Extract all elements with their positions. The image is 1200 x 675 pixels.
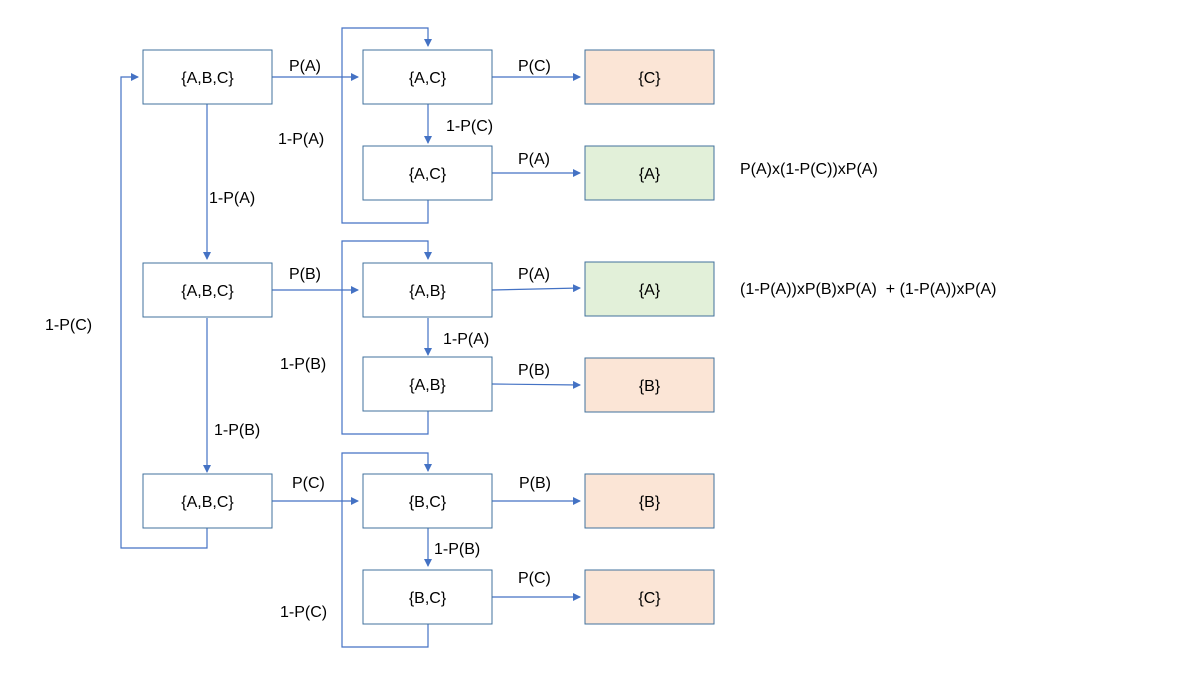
edges — [120, 27, 581, 648]
formula-win-a-round2: (1-P(A))xP(B)xP(A) + (1-P(A))xP(A) — [740, 281, 996, 298]
node-label: {A,B,C} — [181, 494, 234, 511]
node-round3-start: {A,B,C} — [142, 473, 273, 529]
edge-label-bc-loop: 1-P(C) — [280, 604, 327, 621]
edge-label-r3-to-bc: P(C) — [292, 475, 325, 492]
formula-win-a-round1: P(A)x(1-P(C))xP(A) — [740, 161, 878, 178]
edge-bc-loop — [341, 452, 432, 648]
outcome-r2-top: {A} — [584, 261, 715, 317]
edge-label-bc-top-down: 1-P(B) — [434, 541, 480, 558]
outcome-label: {B} — [639, 378, 661, 395]
edge-ab-top-to-a — [491, 284, 581, 293]
edge-ab-loop — [341, 240, 432, 435]
edge-label-ab-top-to-a: P(A) — [518, 266, 550, 283]
edge-labels: P(A) P(C) 1-P(C) P(A) 1-P(A) 1-P(A) P(B)… — [45, 58, 551, 621]
edge-label-r3-back-to-r1: 1-P(C) — [45, 317, 92, 334]
outcome-nodes: {C} {A} {A} {B} {B} {C} — [584, 49, 715, 625]
node-round2-ab-bottom: {A,B} — [362, 356, 493, 412]
edge-ab-bottom-to-b — [491, 380, 581, 389]
edge-label-ac-loop: 1-P(A) — [278, 131, 324, 148]
node-label: {A,B} — [409, 377, 446, 394]
node-round1-ac-bottom: {A,C} — [362, 145, 493, 201]
node-label: {A,B} — [409, 283, 446, 300]
outcome-label: {A} — [639, 282, 661, 299]
edge-label-ab-loop: 1-P(B) — [280, 356, 326, 373]
node-round2-ab-top: {A,B} — [362, 262, 493, 318]
outcome-label: {C} — [638, 590, 661, 607]
node-round2-start: {A,B,C} — [142, 262, 273, 318]
edge-label-ac-bottom-to-a: P(A) — [518, 151, 550, 168]
node-round3-bc-top: {B,C} — [362, 473, 493, 529]
edge-label-r2-to-ab: P(B) — [289, 266, 321, 283]
node-label: {B,C} — [409, 494, 447, 511]
edge-ac-loop — [341, 27, 432, 224]
edge-label-ab-bottom-to-b: P(B) — [518, 362, 550, 379]
edge-label-bc-top-to-b: P(B) — [519, 475, 551, 492]
edge-label-bc-bottom-to-c: P(C) — [518, 570, 551, 587]
outcome-r3-top: {B} — [584, 473, 715, 529]
node-label: {A,C} — [409, 166, 447, 183]
node-round3-bc-bottom: {B,C} — [362, 569, 493, 625]
outcome-label: {B} — [639, 494, 661, 511]
node-label: {A,C} — [409, 70, 447, 87]
outcome-label: {A} — [639, 166, 661, 183]
formulas: P(A)x(1-P(C))xP(A) (1-P(A))xP(B)xP(A) + … — [740, 161, 996, 298]
edge-label-r1-to-r2: 1-P(A) — [209, 190, 255, 207]
edge-label-ac-top-to-c: P(C) — [518, 58, 551, 75]
edge-label-ab-top-down: 1-P(A) — [443, 331, 489, 348]
edge-label-r1-to-ac: P(A) — [289, 58, 321, 75]
node-round1-ac-top: {A,C} — [362, 49, 493, 105]
outcome-r3-bottom: {C} — [584, 569, 715, 625]
edge-label-r2-to-r3: 1-P(B) — [214, 422, 260, 439]
state-nodes: {A,B,C} {A,C} {A,C} {A,B,C} {A,B} {A,B} … — [142, 49, 493, 625]
outcome-label: {C} — [638, 70, 661, 87]
outcome-r1-top: {C} — [584, 49, 715, 105]
outcome-r1-bottom: {A} — [584, 145, 715, 201]
node-label: {A,B,C} — [181, 70, 234, 87]
edge-r3-back-to-r1 — [120, 73, 208, 549]
node-label: {B,C} — [409, 590, 447, 607]
node-round1-start: {A,B,C} — [142, 49, 273, 105]
node-label: {A,B,C} — [181, 283, 234, 300]
edge-label-ac-top-down: 1-P(C) — [446, 118, 493, 135]
outcome-r2-bottom: {B} — [584, 357, 715, 413]
